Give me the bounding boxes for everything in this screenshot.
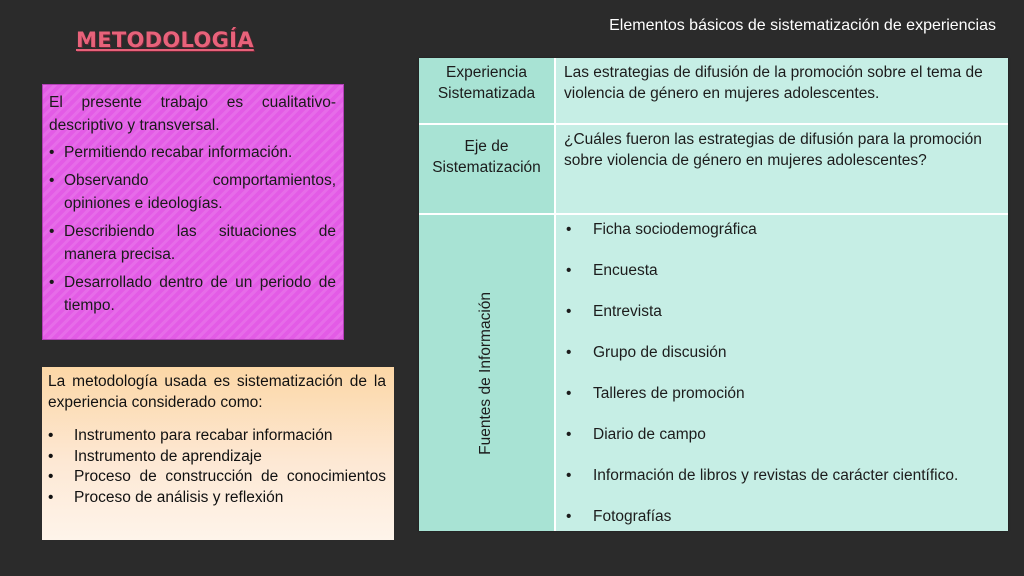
- methodology-description-box: El presente trabajo es cualitativo- desc…: [42, 84, 344, 340]
- list-item: • Fotografías: [564, 507, 1000, 548]
- bullet-icon: •: [48, 427, 54, 444]
- list-item-text: Permitiendo recabar información.: [64, 144, 293, 161]
- row-content-experiencia: Las estrategias de difusión de la promoc…: [564, 64, 983, 102]
- list-item: • Diario de campo: [564, 425, 1000, 466]
- bullet-icon: •: [48, 468, 54, 485]
- list-item: • Describiendo las situaciones de manera …: [49, 220, 336, 266]
- list-item: • Información de libros y revistas de car…: [564, 466, 1000, 507]
- table-cell: Las estrategias de difusión de la promoc…: [556, 58, 1008, 125]
- list-item-text: Desarrollado dentro de un periodo de tie…: [64, 274, 336, 314]
- list-item: • Ficha sociodemográfica: [564, 220, 1000, 261]
- row-content-eje: ¿Cuáles fueron las estrategias de difusi…: [564, 131, 982, 169]
- systematization-table: Experiencia Sistematizada Las estrategia…: [419, 58, 1008, 531]
- list-item: • Desarrollado dentro de un periodo de ti…: [49, 271, 336, 317]
- list-item: • Entrevista: [564, 302, 1000, 343]
- list-item-text: Grupo de discusión: [593, 344, 727, 361]
- bullet-icon: •: [566, 262, 572, 279]
- systematization-intro: La metodología usada es sistematización …: [48, 373, 386, 411]
- table-cell: ¿Cuáles fueron las estrategias de difusi…: [556, 125, 1008, 215]
- list-item-text: Talleres de promoción: [593, 385, 745, 402]
- bullet-icon: •: [566, 467, 572, 484]
- list-item: • Talleres de promoción: [564, 384, 1000, 425]
- list-item-text: Describiendo las situaciones de manera p…: [64, 223, 336, 263]
- systematization-list: • Instrumento para recabar información • I…: [48, 426, 386, 508]
- bullet-icon: •: [566, 508, 572, 525]
- sources-list: • Ficha sociodemográfica • Encuesta • Entre…: [564, 220, 1000, 548]
- bullet-icon: •: [49, 144, 55, 161]
- list-item-text: Proceso de construcción de conocimientos: [74, 468, 386, 485]
- table-header-cell: Eje de Sistematización: [419, 125, 556, 215]
- list-item: • Permitiendo recabar información.: [49, 141, 336, 164]
- list-item-text: Diario de campo: [593, 426, 706, 443]
- list-item: • Instrumento para recabar información: [48, 426, 386, 447]
- list-item: • Encuesta: [564, 261, 1000, 302]
- table-cell: • Ficha sociodemográfica • Encuesta • Entre…: [556, 215, 1008, 531]
- list-item-text: Ficha sociodemográfica: [593, 221, 757, 238]
- methodology-intro: El presente trabajo es cualitativo- desc…: [49, 94, 336, 134]
- list-item-text: Observando comportamientos, opiniones e …: [64, 172, 336, 212]
- list-item: • Observando comportamientos, opiniones e…: [49, 169, 336, 215]
- table-header-cell: Fuentes de Información: [419, 215, 556, 531]
- bullet-icon: •: [566, 426, 572, 443]
- table-header-cell: Experiencia Sistematizada: [419, 58, 556, 125]
- bullet-icon: •: [566, 303, 572, 320]
- bullet-icon: •: [49, 172, 55, 189]
- list-item: • Instrumento de aprendizaje: [48, 447, 386, 468]
- list-item-text: Instrumento de aprendizaje: [74, 447, 262, 465]
- bullet-icon: •: [49, 274, 55, 291]
- bullet-icon: •: [566, 221, 572, 238]
- list-item-text: Encuesta: [593, 262, 658, 279]
- methodology-list: • Permitiendo recabar información. • Obse…: [49, 141, 336, 317]
- list-item-text: Información de libros y revistas de cará…: [593, 467, 959, 484]
- bullet-icon: •: [566, 344, 572, 361]
- list-item-text: Entrevista: [593, 303, 662, 320]
- list-item-text: Fotografías: [593, 508, 672, 525]
- bullet-icon: •: [48, 488, 54, 506]
- row-header-eje: Eje de Sistematización: [432, 138, 541, 176]
- page-title: METODOLOGÍA: [76, 28, 254, 52]
- row-header-fuentes: Fuentes de Información: [477, 291, 495, 455]
- bullet-icon: •: [48, 447, 54, 465]
- page-subtitle: Elementos básicos de sistematización de …: [609, 17, 996, 34]
- list-item-text: Proceso de análisis y reflexión: [74, 488, 284, 506]
- bullet-icon: •: [566, 385, 572, 402]
- systematization-box: La metodología usada es sistematización …: [42, 367, 394, 540]
- list-item: • Proceso de análisis y reflexión: [48, 488, 386, 509]
- list-item: • Grupo de discusión: [564, 343, 1000, 384]
- list-item: • Proceso de construcción de conocimiento…: [48, 467, 386, 488]
- bullet-icon: •: [49, 223, 55, 240]
- list-item-text: Instrumento para recabar información: [74, 427, 333, 444]
- row-header-experiencia: Experiencia Sistematizada: [437, 64, 536, 102]
